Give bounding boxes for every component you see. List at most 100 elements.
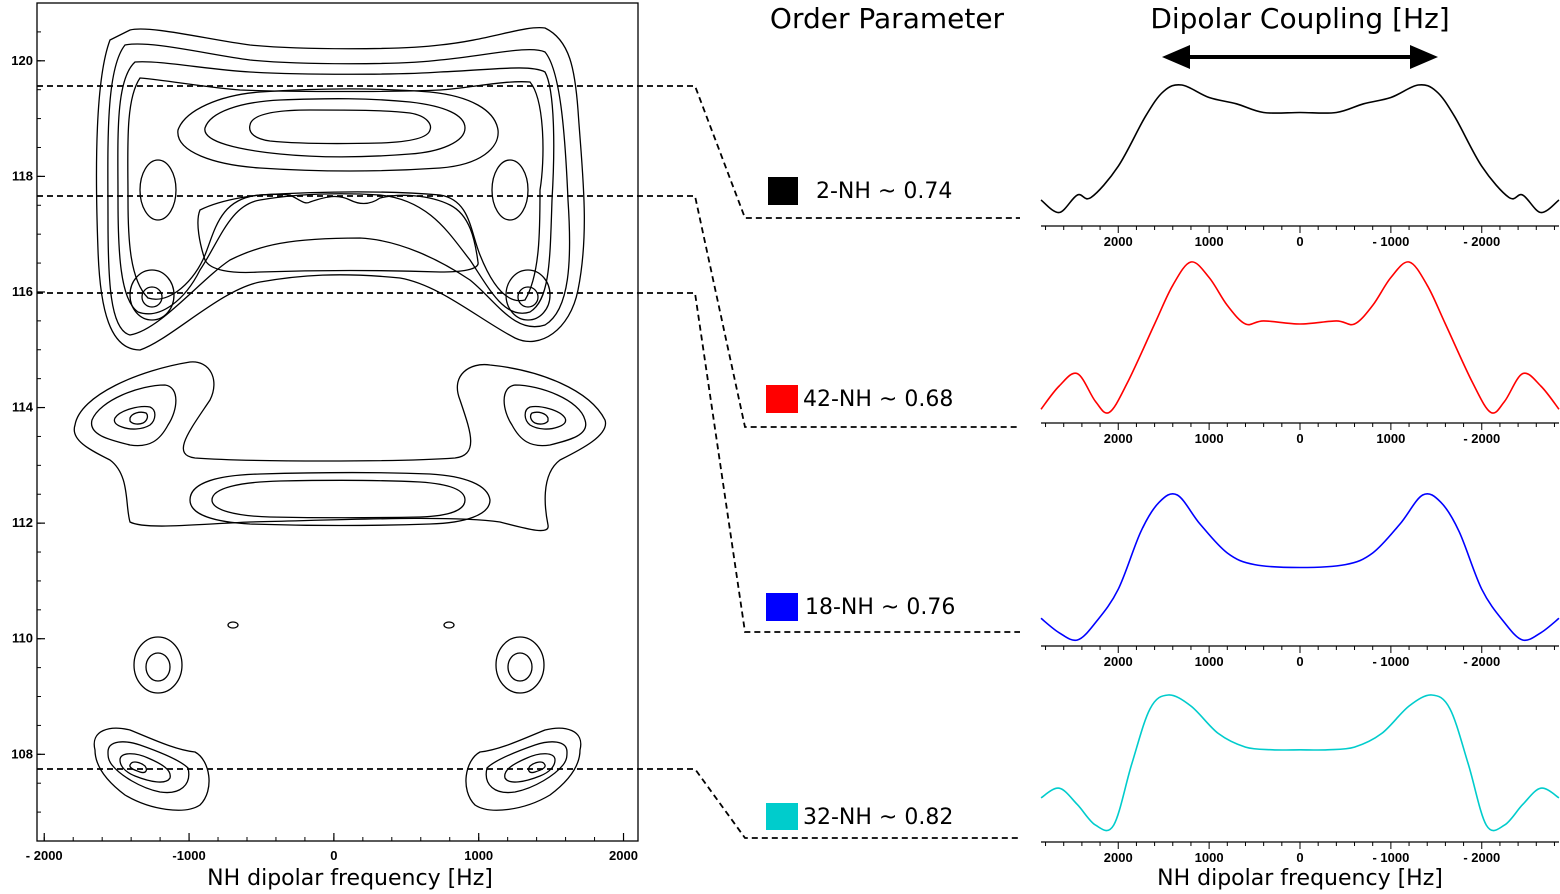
spectrum-tick-label: 1000: [1195, 431, 1224, 446]
spectrum-tick-label: - 1000: [1372, 234, 1409, 249]
contour-mid-right-core: [529, 411, 549, 425]
contour-bottom-left-outer: [93, 727, 210, 811]
spectrum-tick-label: - 2000: [1463, 654, 1500, 669]
x-tick-label: 1000: [464, 848, 493, 863]
spectrum-line-2-nh: [1040, 83, 1560, 214]
legend-label-18-nh: 18-NH ~ 0.76: [805, 595, 955, 620]
y-tick-label: 114: [12, 400, 34, 415]
contour-bottom-right-core: [528, 761, 546, 774]
spectrum-tick-label: - 2000: [1463, 850, 1500, 865]
contour-109-left-outer: [133, 636, 183, 694]
legend: 2-NH ~ 0.74 42-NH ~ 0.68 18-NH ~ 0.76 32…: [766, 177, 955, 830]
x-tick-label: - 2000: [26, 848, 63, 863]
spectrum-line-32-nh: [1040, 694, 1560, 832]
contour-bottom-left-core: [129, 761, 147, 774]
y-tick-label: 110: [12, 631, 33, 646]
contour-top-core: [249, 109, 432, 145]
spectrum-tick-label: 0: [1296, 234, 1303, 249]
y-tick-label: 120: [11, 53, 33, 68]
spectrum-line-18-nh: [1040, 492, 1560, 642]
contour-top-outer: [95, 26, 585, 351]
y-axis-ticks: 120 118 116 114 112 110 108: [11, 2, 45, 842]
contour-top-left-island: [139, 159, 177, 221]
contour-small-left: [227, 621, 239, 629]
x-tick-label: 0: [330, 848, 337, 863]
contour-left-spot-2: [141, 286, 163, 308]
contour-panel: 120 118 116 114 112 110 108 - 2000 -1000 0 1000 20…: [11, 2, 639, 891]
contour-lines: [73, 26, 607, 811]
contour-109-right-inner: [507, 652, 533, 682]
contour-plot-frame: [36, 2, 639, 842]
spectrum-tick-label: 0: [1296, 654, 1303, 669]
legend-swatch-42-nh: [766, 385, 798, 413]
contour-mid-bottom-band: [189, 471, 491, 527]
contour-right-spot-1: [505, 269, 551, 321]
slice-connector-42-nh: [37, 195, 1020, 428]
spectrum-panel-2-nh: 2000 1000 0 - 1000 - 2000: [1040, 83, 1560, 249]
y-tick-label: 116: [12, 284, 33, 299]
spectrum-tick-label: - 1000: [1372, 850, 1409, 865]
spectrum-panel-32-nh: 2000 1000 0 - 1000 - 2000: [1040, 694, 1560, 865]
spectrum-tick-label: 1000: [1376, 431, 1405, 446]
contour-mid-left-2: [113, 405, 156, 430]
contour-mid-outer: [73, 361, 607, 532]
spectrum-panel-18-nh: 2000 1000 0 - 1000 - 2000: [1040, 492, 1560, 669]
spectrum-tick-label: 1000: [1195, 850, 1224, 865]
legend-label-42-nh: 42-NH ~ 0.68: [803, 387, 953, 412]
legend-swatch-18-nh: [766, 593, 798, 621]
spectrum-panel-42-nh: 2000 1000 0 1000 - 2000: [1040, 261, 1560, 446]
contour-bottom-right-2: [485, 741, 568, 794]
legend-swatch-32-nh: [766, 803, 798, 830]
spectrum-tick-label: - 1000: [1372, 654, 1409, 669]
contour-small-right: [443, 621, 455, 629]
order-parameter-header: Order Parameter: [770, 2, 1005, 35]
contour-mid-right-1: [503, 384, 587, 447]
contour-mid-left-core: [129, 411, 149, 425]
contour-right-spot-2: [517, 286, 539, 308]
slice-connectors: [37, 85, 1020, 839]
legend-label-32-nh: 32-NH ~ 0.82: [803, 805, 953, 830]
x-tick-label: 2000: [609, 848, 638, 863]
contour-bottom-left-3: [119, 753, 171, 783]
legend-swatch-2-nh: [768, 177, 798, 205]
spectrum-tick-label: 0: [1296, 850, 1303, 865]
contour-top-inner-band-2: [204, 98, 466, 158]
contour-top-2: [107, 43, 571, 336]
spectrum-tick-label: 2000: [1104, 654, 1133, 669]
contour-bottom-right-outer: [465, 727, 582, 811]
contour-mid-left-1: [91, 384, 177, 447]
legend-label-2-nh: 2-NH ~ 0.74: [816, 179, 952, 204]
contour-left-spot-1: [129, 269, 175, 321]
spectrum-tick-label: 2000: [1104, 431, 1133, 446]
y-tick-label: 118: [12, 168, 33, 183]
dipolar-coupling-header: Dipolar Coupling [Hz]: [1150, 2, 1449, 35]
contour-bottom-right-3: [504, 753, 556, 783]
y-tick-label: 108: [11, 746, 33, 761]
contour-xlabel: NH dipolar frequency [Hz]: [207, 866, 493, 891]
contour-mid-bottom-band-2: [211, 479, 466, 519]
spectrum-line-42-nh: [1040, 261, 1560, 414]
spectrum-tick-label: 1000: [1195, 654, 1224, 669]
y-tick-label: 112: [12, 515, 33, 530]
spectrum-tick-label: 2000: [1104, 234, 1133, 249]
slice-connector-18-nh: [37, 292, 1020, 633]
contour-top-right-island: [491, 159, 529, 221]
contour-top-3: [117, 61, 555, 315]
contour-109-right-outer: [495, 636, 545, 694]
spectrum-tick-label: 0: [1296, 431, 1303, 446]
contour-middle-band: [197, 193, 479, 274]
spectra-xlabel: NH dipolar frequency [Hz]: [1157, 866, 1443, 891]
spectrum-tick-label: 2000: [1104, 850, 1133, 865]
spectrum-tick-label: - 2000: [1463, 234, 1500, 249]
x-axis-ticks: - 2000 -1000 0 1000 2000: [26, 833, 638, 863]
coupling-double-arrow: [1162, 45, 1438, 69]
slice-connector-32-nh: [37, 768, 1020, 839]
contour-bottom-left-2: [107, 741, 190, 794]
spectrum-tick-label: 1000: [1195, 234, 1224, 249]
contour-mid-right-2: [524, 405, 567, 430]
spectrum-tick-label: - 2000: [1463, 431, 1500, 446]
contour-top-inner-band: [177, 88, 499, 172]
x-tick-label: -1000: [172, 848, 205, 863]
contour-top-4: [127, 77, 544, 302]
